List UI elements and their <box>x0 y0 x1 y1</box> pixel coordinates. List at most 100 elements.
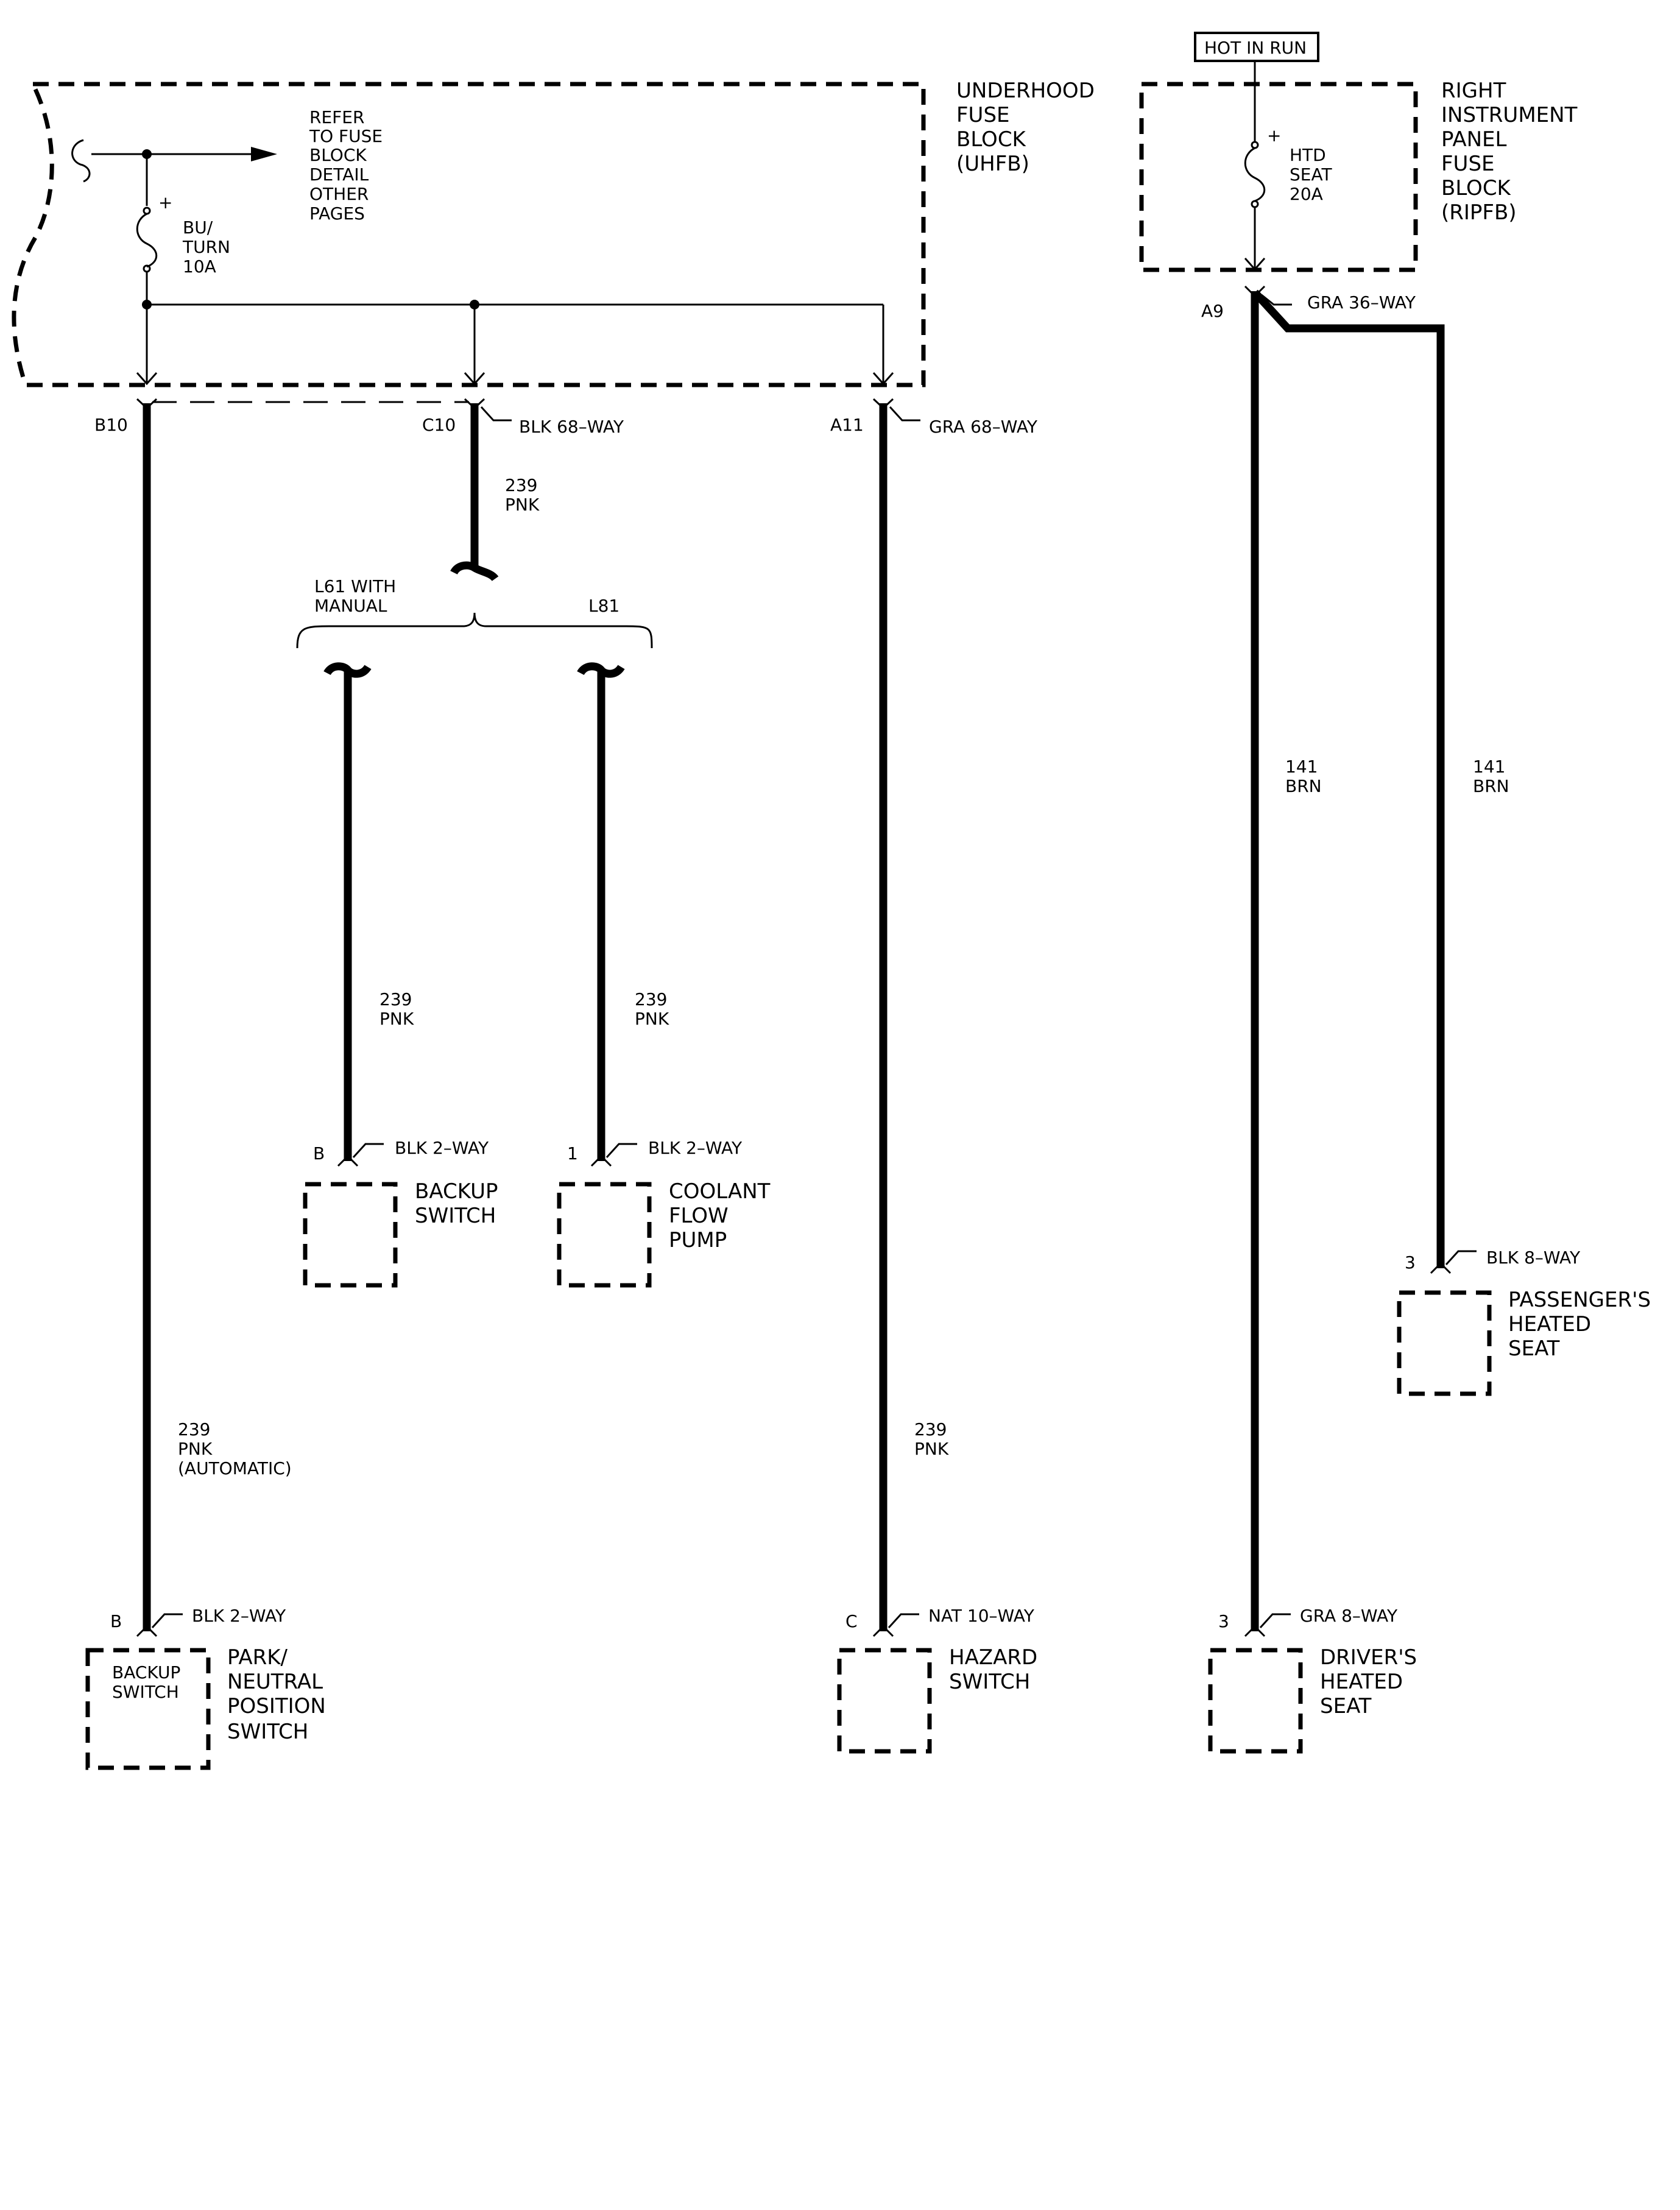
svg-text:SWITCH: SWITCH <box>415 1204 496 1228</box>
coolant-flow-pump-box <box>557 1182 652 1288</box>
ripfb-name: RIGHT INSTRUMENT PANEL FUSE BLOCK (RIPFB… <box>1441 79 1578 225</box>
svg-text:UNDERHOOD: UNDERHOOD <box>956 79 1095 103</box>
drivers-heated-seat: 3 GRA 8–WAY DRIVER'S HEATED SEAT <box>1208 1606 1417 1754</box>
passenger-seat-label: PASSENGER'S HEATED SEAT <box>1508 1288 1651 1361</box>
connector-a11-type: GRA 68–WAY <box>929 417 1038 437</box>
svg-text:TURN: TURN <box>182 237 230 257</box>
connector-driver-seat: GRA 8–WAY <box>1300 1606 1398 1626</box>
wire-label-coolant: 239 PNK <box>635 989 669 1029</box>
svg-text:(UHFB): (UHFB) <box>956 152 1029 176</box>
underhood-fuse-block: UNDERHOOD FUSE BLOCK (UHFB) REFER TO FUS… <box>12 79 1095 387</box>
svg-text:239: 239 <box>914 1419 947 1439</box>
svg-text:REFER: REFER <box>309 107 364 127</box>
connector-passenger-seat: BLK 8–WAY <box>1486 1248 1581 1268</box>
wire-c10: C10 BLK 68–WAY 239 PNK <box>422 398 624 582</box>
svg-text:PUMP: PUMP <box>669 1228 727 1252</box>
svg-text:PARK/: PARK/ <box>227 1645 288 1670</box>
svg-text:BACKUP: BACKUP <box>112 1662 180 1682</box>
svg-text:L61 WITH: L61 WITH <box>314 576 396 596</box>
svg-text:FUSE: FUSE <box>956 103 1010 127</box>
svg-text:+: + <box>158 192 172 213</box>
svg-text:SEAT: SEAT <box>1508 1336 1560 1361</box>
svg-text:BU/: BU/ <box>183 217 213 238</box>
svg-text:141: 141 <box>1473 757 1505 777</box>
wire-backup-switch: 239 PNK B BLK 2–WAY BACKUP SWITCH <box>303 662 498 1288</box>
svg-text:MANUAL: MANUAL <box>314 596 387 616</box>
connector-coolant: BLK 2–WAY <box>648 1138 743 1158</box>
svg-text:PNK: PNK <box>379 1009 414 1029</box>
park-neutral-position-switch: B BLK 2–WAY BACKUP SWITCH PARK/ NEUTRAL … <box>85 1606 326 1770</box>
hot-in-run-box <box>1194 32 1319 62</box>
wire-label-hazard: 239 PNK <box>914 1419 949 1459</box>
pin-driver-seat: 3 <box>1218 1611 1229 1631</box>
wire-label-park-neutral: 239 PNK (AUTOMATIC) <box>178 1419 292 1478</box>
hazard-switch: C NAT 10–WAY HAZARD SWITCH <box>837 1606 1037 1754</box>
svg-text:SEAT: SEAT <box>1290 164 1332 185</box>
connector-terminal <box>1244 1625 1266 1637</box>
svg-text:POSITION: POSITION <box>227 1694 326 1718</box>
svg-text:HAZARD: HAZARD <box>949 1645 1037 1670</box>
driver-seat-box <box>1208 1648 1303 1754</box>
right-ip-fuse-block: HOT IN RUN + HTD SEAT 20A RIGHT INSTRUME… <box>1139 32 1578 272</box>
driver-seat-label: DRIVER'S HEATED SEAT <box>1320 1645 1417 1718</box>
svg-text:SWITCH: SWITCH <box>949 1670 1030 1694</box>
option-brace: L61 WITH MANUAL L81 <box>296 576 653 649</box>
connector-b10: B10 <box>94 415 128 435</box>
hazard-switch-label: HAZARD SWITCH <box>949 1645 1037 1694</box>
connector-a11: A11 <box>830 415 864 435</box>
svg-text:SEAT: SEAT <box>1320 1694 1372 1718</box>
pin-passenger-seat: 3 <box>1405 1252 1416 1273</box>
svg-text:PNK: PNK <box>178 1439 213 1459</box>
hazard-switch-box <box>837 1648 932 1754</box>
wire-b10: B10 239 PNK (AUTOMATIC) <box>94 398 292 1637</box>
pin-hazard: C <box>845 1611 858 1631</box>
backup-switch-box <box>303 1182 398 1288</box>
svg-text:L81: L81 <box>588 596 619 616</box>
svg-text:(AUTOMATIC): (AUTOMATIC) <box>178 1458 292 1478</box>
svg-text:239: 239 <box>178 1419 210 1439</box>
svg-text:BACKUP: BACKUP <box>415 1179 498 1204</box>
svg-text:PNK: PNK <box>505 495 540 515</box>
wire-coolant-pump: 239 PNK 1 BLK 2–WAY COOLANT FLOW PUMP <box>557 662 771 1288</box>
svg-text:239: 239 <box>379 989 412 1009</box>
svg-text:HTD: HTD <box>1290 145 1326 165</box>
refer-label: REFER TO FUSE BLOCK DETAIL OTHER PAGES <box>309 107 383 224</box>
svg-text:FLOW: FLOW <box>669 1204 729 1228</box>
svg-text:TO FUSE: TO FUSE <box>309 126 383 146</box>
coolant-flow-pump-label: COOLANT FLOW PUMP <box>669 1179 771 1252</box>
svg-text:OTHER: OTHER <box>309 184 369 204</box>
connector-terminal <box>136 1625 158 1637</box>
svg-text:BLOCK: BLOCK <box>956 127 1027 152</box>
svg-text:BRN: BRN <box>1473 776 1509 796</box>
svg-text:NEUTRAL: NEUTRAL <box>227 1670 323 1694</box>
svg-text:HEATED: HEATED <box>1508 1312 1591 1336</box>
uhfb-name: UNDERHOOD FUSE BLOCK (UHFB) <box>956 79 1095 176</box>
passengers-heated-seat: 3 BLK 8–WAY PASSENGER'S HEATED SEAT <box>1397 1248 1651 1396</box>
splice-break <box>450 561 499 582</box>
connector-terminal <box>1430 1262 1452 1274</box>
fuse-icon <box>136 213 158 268</box>
svg-text:BRN: BRN <box>1285 776 1322 796</box>
svg-text:(RIPFB): (RIPFB) <box>1441 200 1517 225</box>
connector-park-neutral: BLK 2–WAY <box>192 1606 286 1626</box>
svg-text:RIGHT: RIGHT <box>1441 79 1506 103</box>
svg-text:+: + <box>1267 125 1281 146</box>
fuse-htd-seat-label: + HTD SEAT 20A <box>1267 125 1332 204</box>
svg-text:PNK: PNK <box>914 1439 949 1459</box>
connector-terminal <box>337 1154 359 1167</box>
hot-in-run-label: HOT IN RUN <box>1204 38 1307 58</box>
wire-label-c10: 239 PNK <box>505 475 540 515</box>
ripfb-outline <box>1139 82 1418 272</box>
backup-switch-label: BACKUP SWITCH <box>415 1179 498 1228</box>
connector-terminal <box>590 1154 612 1167</box>
wire-a9: A9 GRA 36–WAY 141 BRN 141 BRN <box>1201 285 1509 1631</box>
pin-park-neutral: B <box>110 1611 122 1631</box>
svg-text:DRIVER'S: DRIVER'S <box>1320 1645 1417 1670</box>
pin-coolant: 1 <box>567 1143 578 1163</box>
connector-c10: C10 <box>422 415 456 435</box>
park-neutral-box <box>85 1648 211 1770</box>
connector-terminal <box>872 1625 894 1637</box>
connector-c10-type: BLK 68–WAY <box>519 417 624 437</box>
refer-arrow-icon <box>251 147 277 161</box>
svg-text:20A: 20A <box>1290 184 1323 204</box>
